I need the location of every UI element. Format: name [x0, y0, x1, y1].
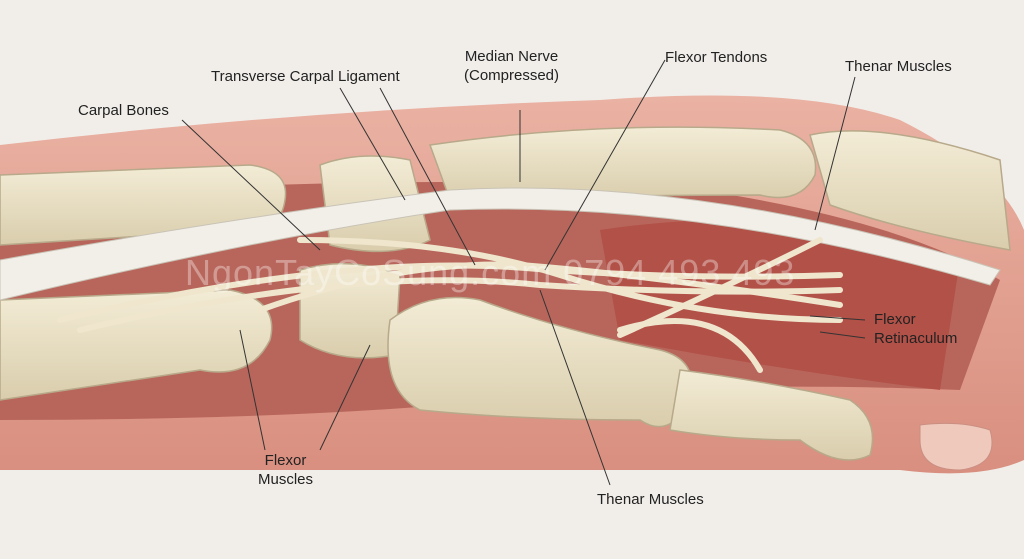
label-thenar-muscles-bottom: Thenar Muscles [597, 491, 704, 508]
label-flexor-retinaculum: Flexor Retinaculum [874, 310, 957, 348]
label-carpal-bones: Carpal Bones [78, 102, 169, 119]
flexor-retinaculum-line1: Flexor [874, 311, 916, 328]
watermark: NgonTayCoSung.com 0794 493 493 [185, 252, 796, 293]
flexor-muscles-line1: Flexor [264, 452, 307, 469]
leader-lines [181, 59, 866, 486]
label-thenar-muscles-top: Thenar Muscles [845, 58, 952, 75]
transverse-carpal-ligament [0, 187, 1001, 301]
median-nerve-note: (Compressed) [464, 67, 560, 84]
flexor-muscles-line2: Muscles [258, 471, 314, 488]
flexor-tendons [57, 237, 843, 373]
thumb-nail [919, 422, 993, 471]
label-median-nerve: Median Nerve (Compressed) [464, 47, 559, 85]
thenar-muscle [600, 220, 960, 390]
median-nerve-name: Median Nerve [464, 48, 559, 65]
label-transverse-carpal-ligament: Transverse Carpal Ligament [211, 68, 400, 85]
label-flexor-tendons: Flexor Tendons [665, 49, 768, 66]
label-flexor-muscles: Flexor Muscles [258, 451, 313, 489]
bones [0, 126, 1011, 461]
flexor-retinaculum-line2: Retinaculum [874, 330, 958, 347]
